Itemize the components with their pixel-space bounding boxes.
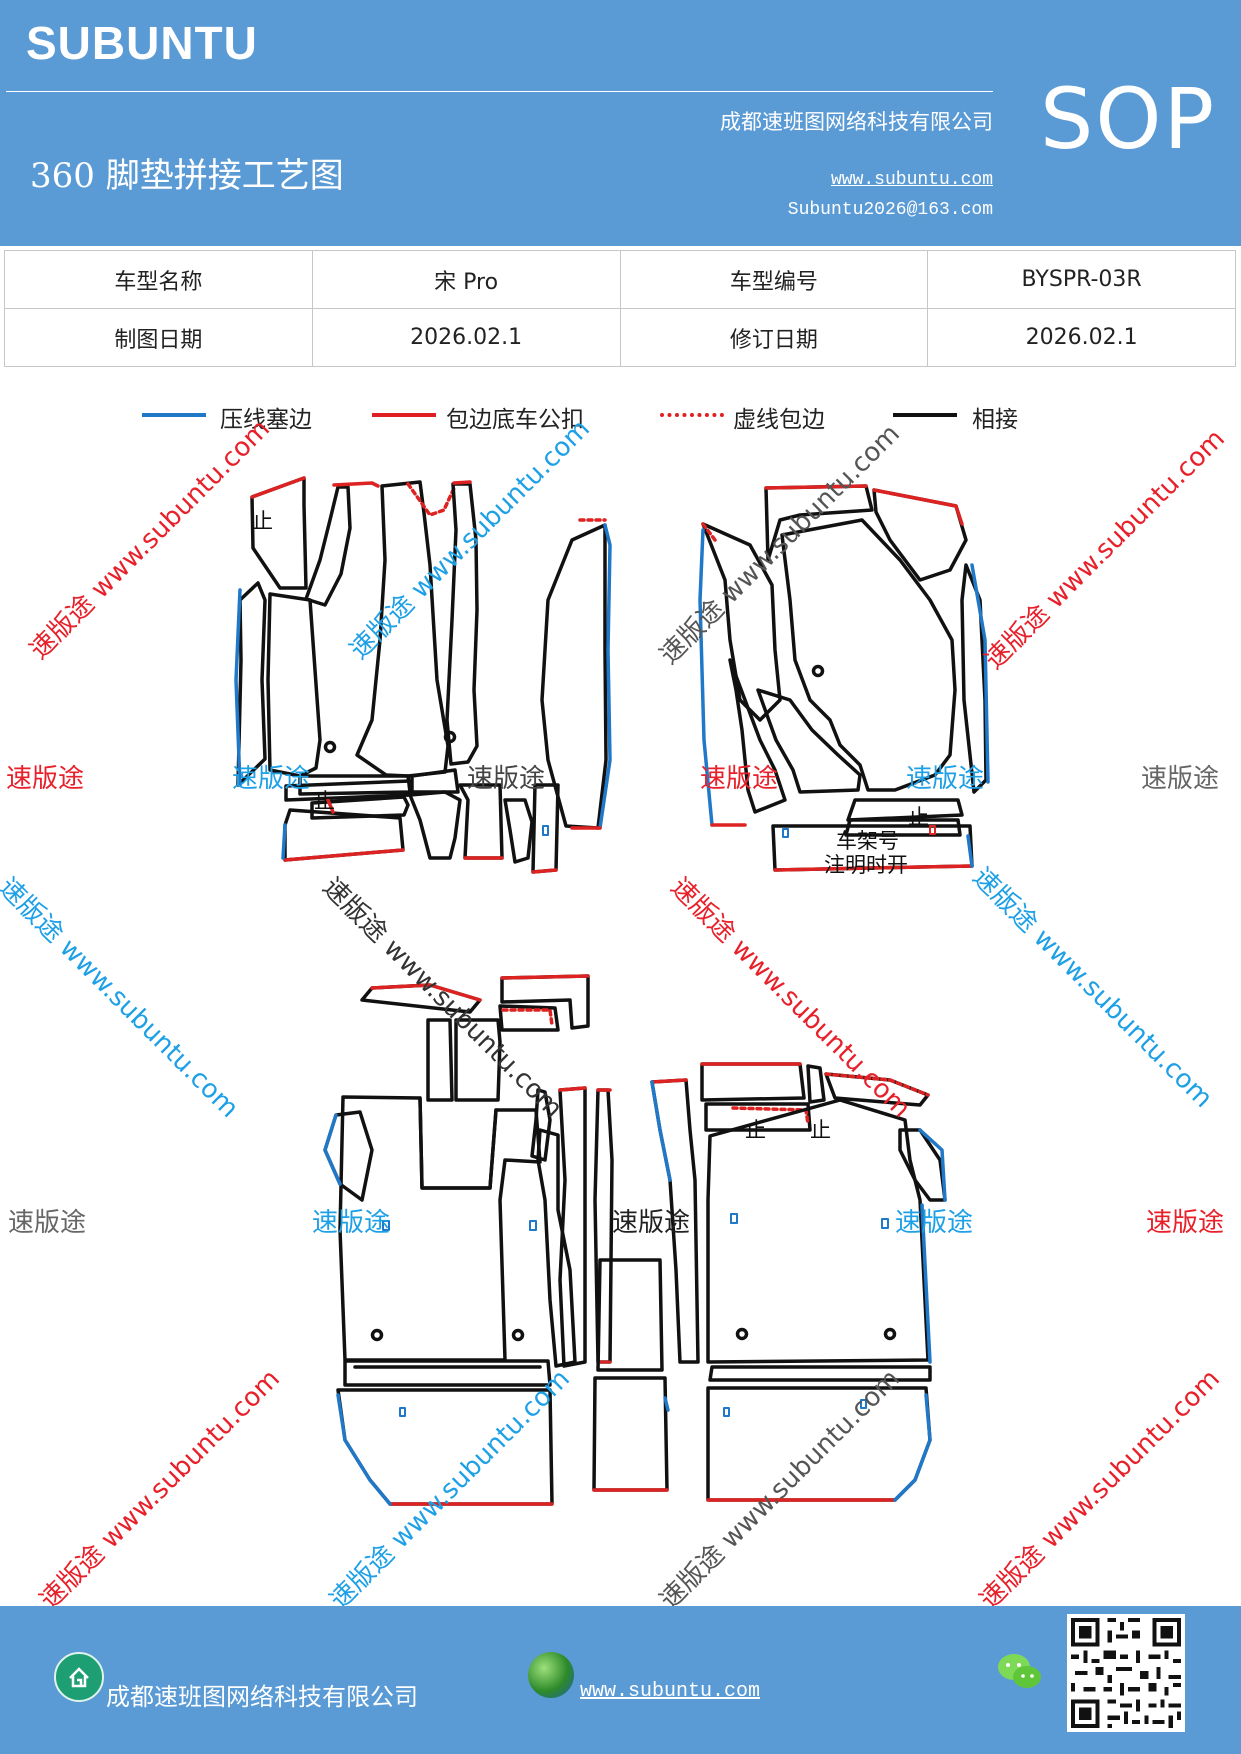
watermark-text: 速版途: [232, 764, 311, 794]
model-name-value: 宋 Pro: [311, 250, 621, 309]
mat-front-left-group: [234, 476, 612, 874]
vin-note-line1: 车架号: [836, 829, 899, 853]
watermark-text: 速版途: [312, 1208, 391, 1238]
mat-rear-right-group: [650, 1062, 947, 1502]
draw-date-value: 2026.02.1: [311, 308, 621, 367]
legend-label-joint: 相接: [972, 407, 1018, 433]
footer-banner: 成都速班图网络科技有限公司 www.subuntu.com: [0, 1606, 1241, 1754]
watermark-text: 速版途: [906, 764, 985, 794]
watermark-text: 速版途: [6, 764, 85, 794]
legend-swatch-dotted-wrap: [660, 413, 724, 417]
draw-date-label: 制图日期: [4, 308, 313, 367]
doc-type-label: SOP: [1040, 70, 1217, 168]
watermark-text: 速版途: [700, 764, 779, 794]
qr-code: [1067, 1614, 1185, 1732]
revise-date-label: 修订日期: [619, 308, 929, 367]
stop-mark: 止: [252, 509, 273, 533]
mat-rear-center-strips: [592, 1088, 670, 1492]
legend-swatch-wrap-edge: [372, 413, 436, 417]
footer-company-name: 成都速班图网络科技有限公司: [106, 1683, 418, 1711]
watermark-text: 速版途: [467, 764, 546, 794]
watermark-text: 速版途: [1146, 1208, 1225, 1238]
model-code-label: 车型编号: [619, 250, 929, 309]
header-website-link[interactable]: www.subuntu.com: [830, 170, 993, 190]
stop-mark: 止: [810, 1118, 831, 1142]
header-company-name: 成都速班图网络科技有限公司: [720, 110, 993, 134]
globe-icon: [528, 1652, 574, 1698]
stop-mark: 止: [314, 789, 335, 813]
header-banner: SUBUNTU 成都速班图网络科技有限公司 360 脚垫拼接工艺图 www.su…: [0, 0, 1241, 246]
footer-website-link[interactable]: www.subuntu.com: [580, 1680, 761, 1703]
vehicle-info-table: 车型名称 宋 Pro 车型编号 BYSPR-03R 制图日期 2026.02.1…: [4, 250, 1236, 367]
legend-swatch-press-line: [142, 413, 206, 417]
header-email: Subuntu2026@163.com: [787, 200, 993, 220]
page-title: 360 脚垫拼接工艺图: [30, 156, 344, 196]
model-code-value: BYSPR-03R: [927, 250, 1236, 309]
legend-label-press-line: 压线塞边: [220, 407, 312, 433]
mat-rear-left-group: [323, 974, 590, 1506]
watermark-text: 速版途: [895, 1208, 974, 1238]
legend-swatch-joint: [893, 413, 957, 417]
wechat-icon: [995, 1650, 1045, 1694]
mat-front-right-group: [698, 484, 990, 872]
legend-label-dotted-wrap: 虚线包边: [733, 407, 825, 433]
table-row: 制图日期 2026.02.1 修订日期 2026.02.1: [4, 308, 1236, 367]
line-legend: 压线塞边 包边底车公扣 虚线包边 相接: [0, 400, 1241, 440]
brand-logo-text: SUBUNTU: [26, 17, 258, 69]
vin-note-line2: 注明时开: [824, 853, 908, 877]
watermark-text: 速版途: [8, 1208, 87, 1238]
stop-mark: 止: [908, 805, 929, 829]
home-icon: [54, 1652, 104, 1702]
legend-label-wrap-edge: 包边底车公扣: [446, 407, 584, 433]
header-divider: [6, 91, 993, 92]
watermark-text: 速版途: [1141, 764, 1220, 794]
watermark-text: 速版途: [612, 1208, 691, 1238]
table-row: 车型名称 宋 Pro 车型编号 BYSPR-03R: [4, 250, 1236, 309]
revise-date-value: 2026.02.1: [927, 308, 1236, 367]
stop-mark: 止: [745, 1118, 766, 1142]
model-name-label: 车型名称: [4, 250, 313, 309]
